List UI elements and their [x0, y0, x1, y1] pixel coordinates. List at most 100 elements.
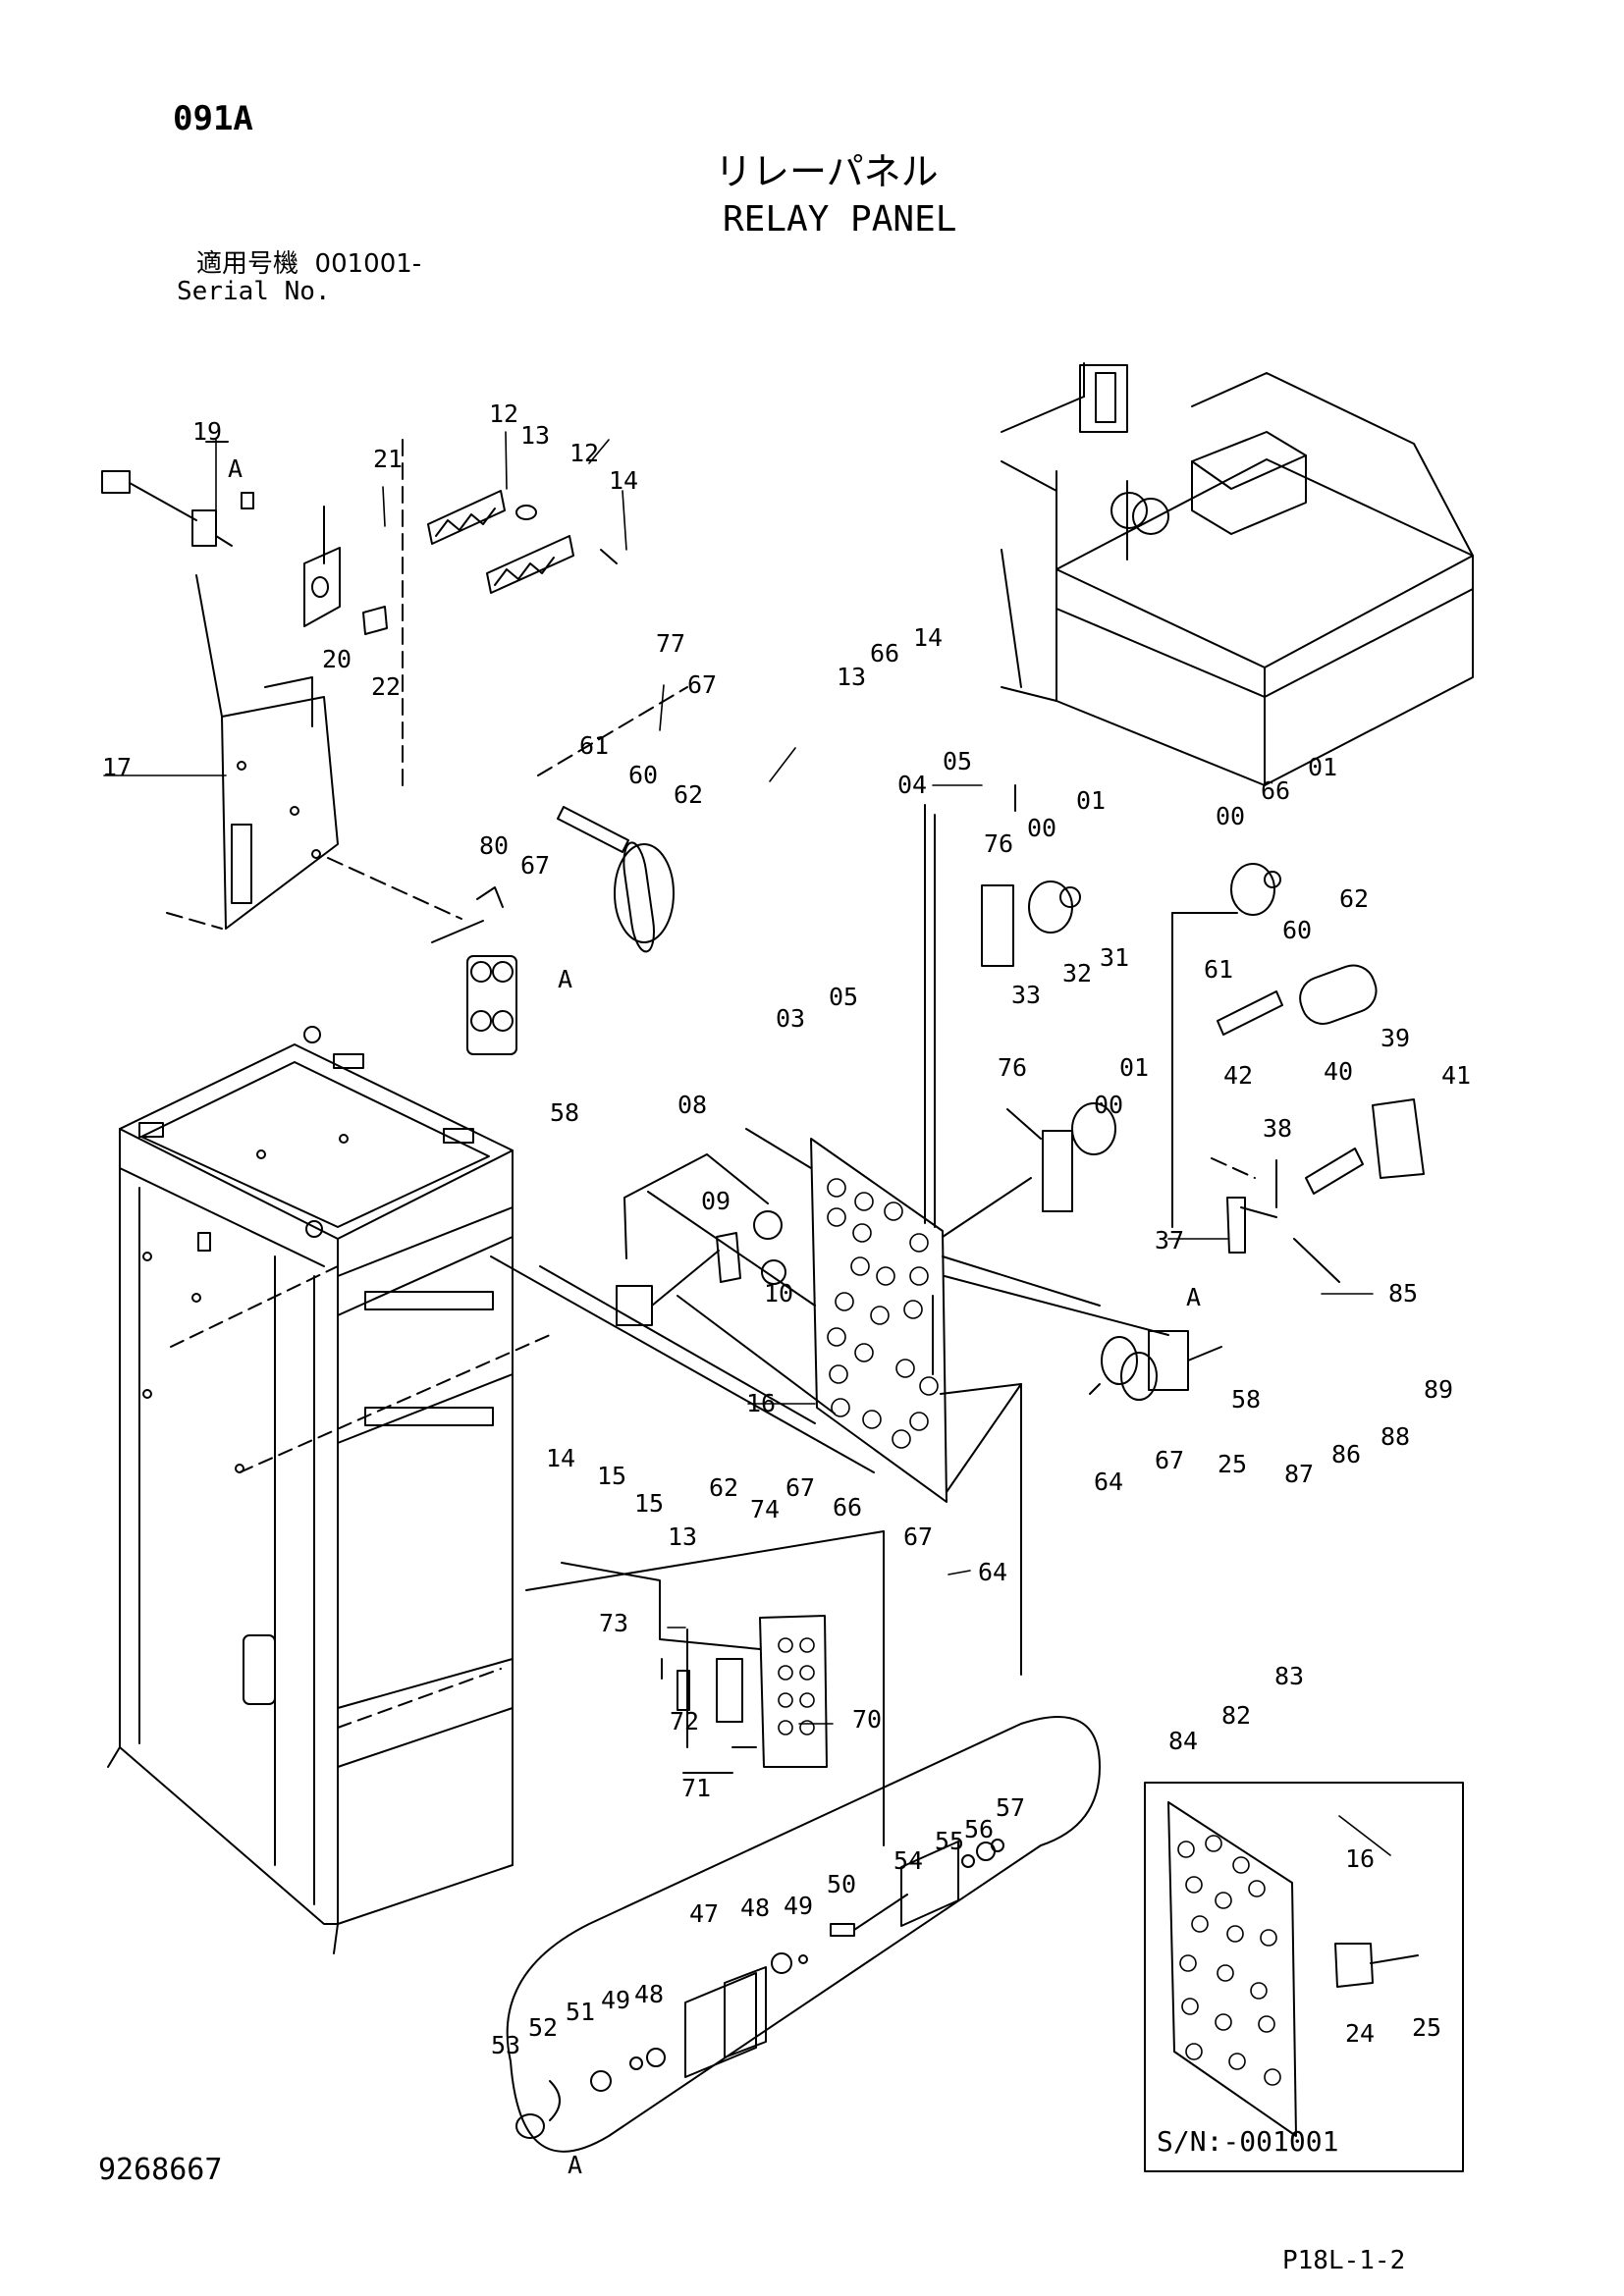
- part-callout-15: 15: [597, 1462, 626, 1490]
- part-callout-53: 53: [491, 2031, 520, 2059]
- relay-block-A: [431, 886, 517, 1055]
- part-callout-62: 62: [674, 780, 703, 809]
- part-callout-50: 50: [827, 1870, 856, 1898]
- part-callout-74: 74: [750, 1495, 780, 1523]
- part-callout-42: 42: [1223, 1061, 1253, 1090]
- part-callout-67: 67: [903, 1522, 933, 1551]
- part-callout-13: 13: [837, 663, 866, 691]
- part-callout-12: 12: [489, 400, 518, 428]
- part-callout-61: 61: [1204, 955, 1233, 984]
- part-callout-31: 31: [1100, 943, 1129, 972]
- part-callout-39: 39: [1380, 1024, 1410, 1052]
- part-callout-00: 00: [1216, 802, 1245, 830]
- detail-A-bracket: [506, 1716, 1101, 2153]
- part-callout-89: 89: [1424, 1375, 1453, 1404]
- standoff-61-right: [1217, 964, 1378, 1036]
- relay-socket-08: [616, 1153, 836, 1415]
- machine-location-drawing: [1001, 362, 1474, 786]
- part-callout-49: 49: [784, 1892, 813, 1920]
- part-callout-83: 83: [1274, 1662, 1304, 1690]
- part-callout-55: 55: [935, 1827, 964, 1855]
- part-callout-13: 13: [668, 1522, 697, 1551]
- part-callout-67: 67: [785, 1473, 815, 1502]
- part-callout-32: 32: [1062, 959, 1092, 988]
- part-callout-22: 22: [371, 672, 401, 701]
- callout-leaders: [103, 431, 1391, 1856]
- part-callout-00: 00: [1094, 1091, 1123, 1119]
- part-callout-37: 37: [1155, 1226, 1184, 1255]
- part-callout-76: 76: [998, 1053, 1027, 1082]
- part-callout-82: 82: [1221, 1701, 1251, 1730]
- part-callout-66: 66: [870, 639, 899, 667]
- standoff-61-upper: [537, 686, 688, 953]
- part-callout-A: A: [1186, 1283, 1201, 1311]
- part-callout-03: 03: [776, 1004, 805, 1033]
- part-callout-48: 48: [634, 1980, 664, 2008]
- breaker-00-lower: [1006, 1102, 1116, 1212]
- relay-block-A-right: [1089, 1330, 1222, 1401]
- serial-label-english: Serial No.: [177, 277, 331, 306]
- part-callout-40: 40: [1324, 1057, 1353, 1086]
- page-reference: P18L-1-2: [1282, 2246, 1406, 2275]
- part-callout-58: 58: [550, 1098, 579, 1127]
- part-callout-67: 67: [687, 670, 717, 699]
- part-callout-41: 41: [1441, 1061, 1471, 1090]
- part-callout-05: 05: [829, 983, 858, 1011]
- part-callout-48: 48: [740, 1894, 770, 1922]
- part-callout-21: 21: [373, 445, 403, 473]
- part-callout-64: 64: [1094, 1468, 1123, 1496]
- connector-19: [101, 441, 254, 547]
- part-callout-77: 77: [656, 629, 685, 658]
- part-callout-67: 67: [1155, 1446, 1184, 1474]
- part-callout-20: 20: [322, 645, 352, 673]
- part-callout-19: 19: [192, 417, 222, 446]
- terminal-strips-12: [427, 490, 618, 594]
- breaker-00-right: [1171, 863, 1281, 1228]
- part-callout-09: 09: [701, 1187, 731, 1215]
- part-callout-33: 33: [1011, 981, 1041, 1009]
- part-callout-16: 16: [1345, 1844, 1375, 1873]
- part-callout-A: A: [558, 965, 572, 993]
- part-callout-57: 57: [996, 1793, 1025, 1822]
- part-callout-12: 12: [569, 439, 599, 467]
- part-callout-47: 47: [689, 1899, 719, 1928]
- part-callout-80: 80: [479, 831, 509, 860]
- serial-range-value: 001001-: [314, 249, 422, 279]
- part-callout-A: A: [568, 2151, 582, 2179]
- part-callout-24: 24: [1345, 2019, 1375, 2048]
- panel-bracket-17: [166, 439, 462, 930]
- part-callout-14: 14: [609, 466, 638, 495]
- relay-board-70: [525, 1530, 885, 1846]
- part-callout-01: 01: [1119, 1053, 1149, 1082]
- part-callout-61: 61: [579, 731, 609, 760]
- serial-applicability-label: 適用号機 001001-: [196, 251, 421, 277]
- part-callout-72: 72: [670, 1707, 699, 1735]
- relay-board-16: [490, 1128, 1169, 1676]
- bracket-20: [303, 506, 388, 635]
- part-callout-16: 16: [746, 1389, 776, 1417]
- part-callout-86: 86: [1331, 1440, 1361, 1468]
- part-callout-60: 60: [628, 761, 658, 789]
- part-callout-66: 66: [1261, 776, 1290, 805]
- part-callout-88: 88: [1380, 1422, 1410, 1451]
- part-callout-25: 25: [1218, 1450, 1247, 1478]
- inset-serial-note: S/N:-001001: [1157, 2125, 1339, 2158]
- part-callout-87: 87: [1284, 1460, 1314, 1488]
- page-title-japanese: リレーパネル: [715, 150, 939, 193]
- part-callout-05: 05: [943, 747, 972, 775]
- part-callout-01: 01: [1076, 786, 1106, 815]
- part-callout-49: 49: [601, 1986, 630, 2014]
- part-callout-66: 66: [833, 1493, 862, 1522]
- part-callout-14: 14: [913, 623, 943, 652]
- part-callout-58: 58: [1231, 1385, 1261, 1414]
- part-callout-04: 04: [897, 771, 927, 799]
- part-callout-67: 67: [520, 851, 550, 880]
- document-number: 9268667: [98, 2153, 223, 2187]
- part-callout-52: 52: [528, 2013, 558, 2042]
- part-callout-73: 73: [599, 1609, 628, 1637]
- part-callout-10: 10: [764, 1279, 793, 1308]
- part-callout-64: 64: [978, 1558, 1007, 1586]
- part-callout-13: 13: [520, 421, 550, 450]
